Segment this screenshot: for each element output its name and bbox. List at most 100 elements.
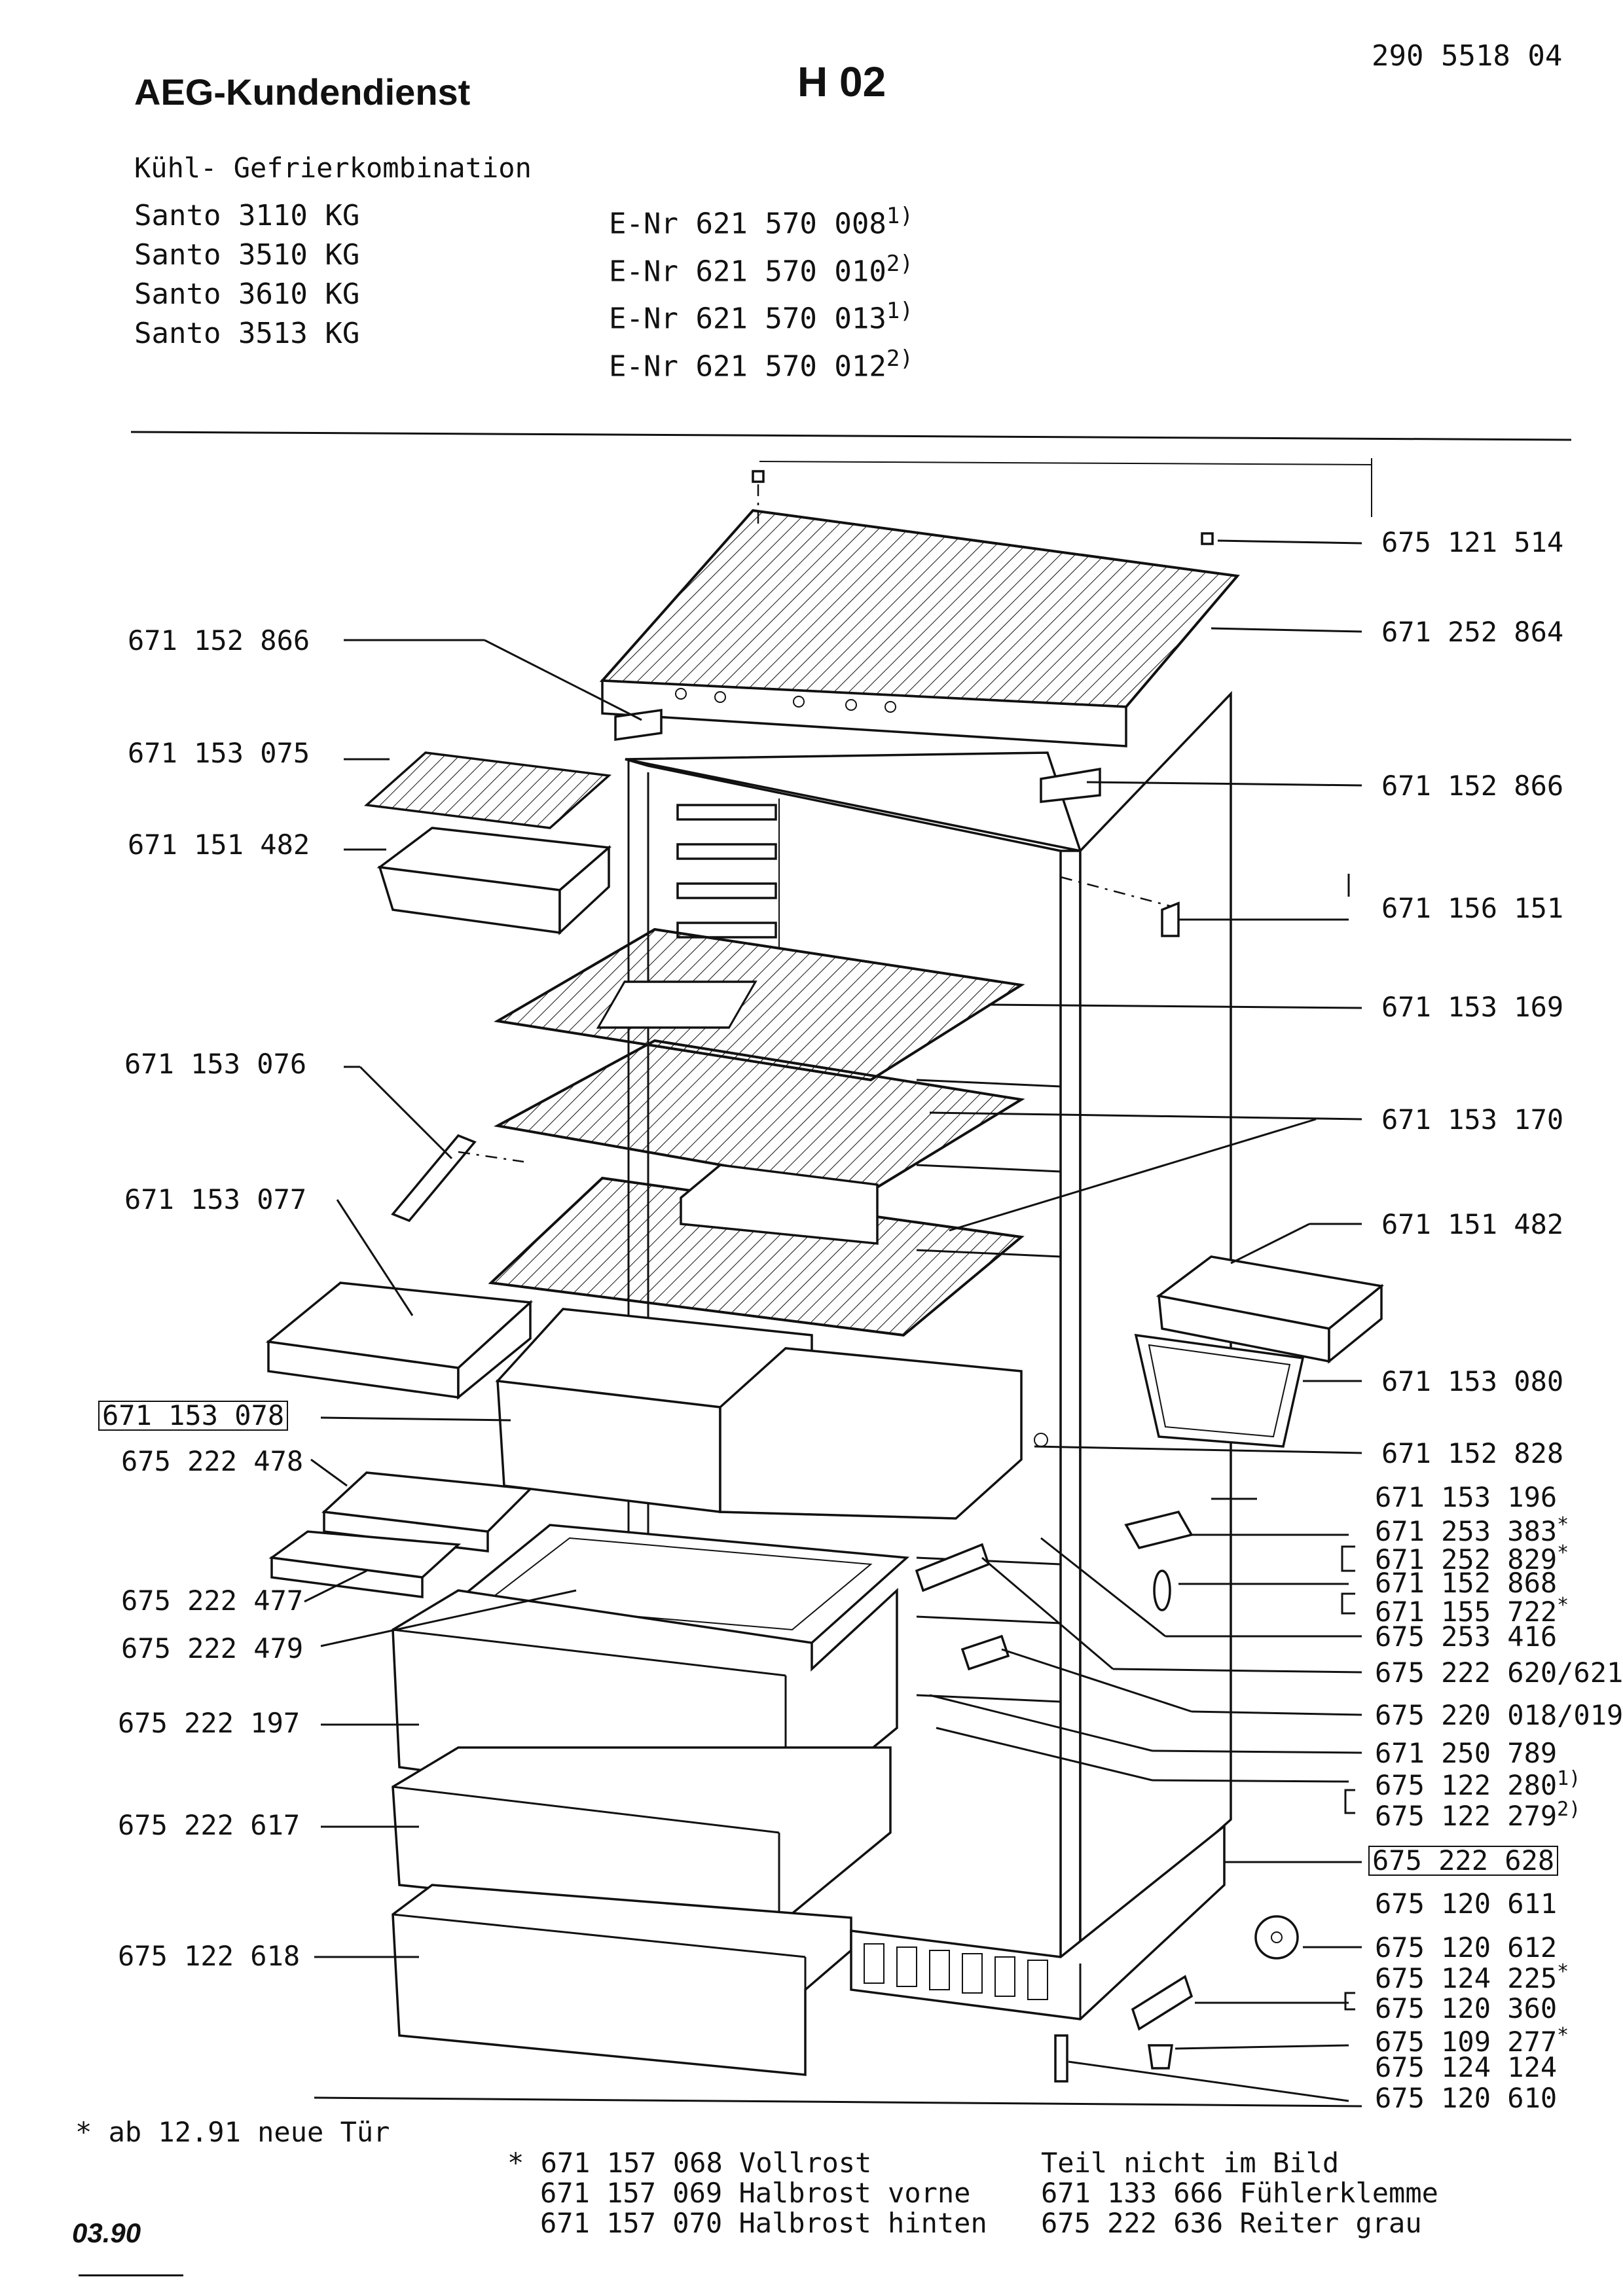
part-label: 675 120 611	[1375, 1888, 1558, 1920]
document-number: 290 5518 04	[1372, 39, 1563, 73]
enr-number: E-Nr 621 570 008	[609, 207, 886, 241]
new-door-mark: *	[1557, 2024, 1569, 2047]
shelf-cutout	[596, 980, 757, 1029]
enr-note: 1)	[886, 203, 913, 229]
hinge-pin-icon	[1153, 1570, 1171, 1611]
part-label: 675 109 277*	[1375, 2026, 1569, 2056]
part-number: 671 133 666	[1041, 2177, 1224, 2209]
grate-number: 671 157 069	[540, 2177, 723, 2209]
part-name: Fühlerklemme	[1239, 2177, 1438, 2209]
part-label: 675 124 225*	[1375, 1962, 1569, 1992]
part-label: 675 222 628	[1368, 1846, 1559, 1876]
grate-number: 671 157 068	[540, 2147, 723, 2179]
part-name: Reiter grau	[1239, 2207, 1422, 2239]
new-door-mark: *	[1557, 1513, 1569, 1536]
part-label: 671 250 789	[1375, 1737, 1558, 1769]
part-number: 671 155 722	[1375, 1596, 1558, 1628]
freezer-grid	[363, 751, 612, 829]
tray-left	[265, 1282, 534, 1400]
bottom-hinge-icon	[1131, 1975, 1194, 2031]
adjustable-foot-icon	[1054, 2034, 1068, 2083]
top-cover	[599, 509, 1240, 747]
new-door-mark: *	[1557, 1541, 1569, 1564]
model-note-mark: 2)	[1557, 1798, 1581, 1821]
part-label: 671 151 482	[128, 829, 310, 861]
part-number: 675 109 277	[1375, 2026, 1558, 2058]
part-label: 675 220 018/019	[1375, 1699, 1623, 1731]
model-list: Santo 3110 KG Santo 3510 KG Santo 3610 K…	[134, 196, 359, 353]
new-door-mark: *	[1557, 1594, 1569, 1617]
part-label: 671 252 864	[1381, 616, 1564, 648]
part-label: 675 222 617	[118, 1809, 301, 1841]
door-change-note: * ab 12.91 neue Tür	[75, 2116, 390, 2148]
enr-list: E-Nr 621 570 0081) E-Nr 621 570 0102) E-…	[609, 196, 913, 387]
new-door-mark: *	[1557, 1960, 1569, 1983]
fruit-drawers	[495, 1308, 1023, 1520]
part-label: 675 121 514	[1381, 526, 1564, 558]
part-label: 671 253 383*	[1375, 1515, 1569, 1545]
model-name: Santo 3510 KG	[134, 238, 360, 272]
part-label: 671 153 076	[124, 1048, 307, 1080]
enr-number: E-Nr 621 570 010	[609, 255, 886, 289]
part-label: 671 252 829*	[1375, 1543, 1569, 1573]
model-name: Santo 3110 KG	[134, 199, 360, 232]
lamp-holder-icon	[915, 1543, 991, 1592]
screw-icon	[1201, 532, 1214, 545]
glass-shelf-3	[488, 1176, 1025, 1337]
part-label: 675 124 124	[1375, 2051, 1558, 2083]
part-label: 675 222 620/621	[1375, 1657, 1623, 1689]
grate-mark: *	[507, 2147, 524, 2179]
part-label: 675 120 610	[1375, 2082, 1558, 2114]
part-label: 671 152 866	[128, 624, 310, 656]
part-label: 671 153 196	[1375, 1481, 1558, 1513]
part-number: 675 222 636	[1041, 2207, 1224, 2239]
part-label: 671 153 170	[1381, 1103, 1564, 1136]
part-label: 671 155 722*	[1375, 1596, 1569, 1626]
part-label: 675 222 197	[118, 1707, 301, 1739]
part-label: 671 153 080	[1381, 1365, 1564, 1397]
model-enr: E-Nr 621 570 0102)	[609, 244, 913, 292]
grate-number: 671 157 070	[540, 2207, 723, 2239]
part-label: 675 120 360	[1375, 1992, 1558, 2024]
part-label: 671 152 828	[1381, 1437, 1564, 1469]
enr-number: E-Nr 621 570 013	[609, 302, 886, 336]
switch-icon	[960, 1634, 1010, 1671]
header-rule	[130, 431, 1572, 441]
not-shown-list: Teil nicht im Bild 671 133 666 Fühlerkle…	[1041, 2148, 1438, 2238]
part-number: 671 252 829	[1375, 1543, 1558, 1575]
hinge-icon	[614, 708, 663, 742]
part-label: 675 222 477	[121, 1585, 304, 1617]
part-label: 675 122 618	[118, 1940, 301, 1972]
part-label: 675 222 479	[121, 1632, 304, 1664]
egg-tray	[321, 1471, 533, 1552]
pin-icon	[1034, 1433, 1048, 1447]
grate-label: Halbrost vorne	[739, 2177, 971, 2209]
foot-screw-icon	[1147, 2044, 1174, 2070]
not-shown-title: Teil nicht im Bild	[1041, 2147, 1340, 2179]
grate-list: * 671 157 068 Vollrost 671 157 069 Halbr…	[507, 2148, 987, 2238]
model-name: Santo 3610 KG	[134, 278, 360, 311]
model-enr: E-Nr 621 570 0131)	[609, 291, 913, 339]
hinge-icon	[1040, 767, 1101, 803]
part-number: 675 122 279	[1375, 1800, 1558, 1832]
not-shown-item: 675 222 636 Reiter grau	[1041, 2208, 1438, 2238]
model-enr: E-Nr 621 570 0081)	[609, 196, 913, 244]
door-bin-front	[1134, 1333, 1305, 1448]
part-label: 675 122 2801)	[1375, 1769, 1580, 1799]
door-bin	[1156, 1255, 1385, 1364]
lower-drawer	[392, 1746, 892, 1926]
grate-item: 671 157 069 Halbrost vorne	[507, 2178, 987, 2208]
model-note-mark: 1)	[1557, 1767, 1581, 1790]
model-enr: E-Nr 621 570 0122)	[609, 339, 913, 387]
bottom-drawer	[392, 1884, 852, 2076]
enr-note: 1)	[886, 298, 913, 325]
base-plinth	[850, 1823, 1226, 2020]
part-label: 671 153 077	[124, 1183, 307, 1215]
freezer-tray-left	[376, 827, 612, 936]
not-shown-item: 671 133 666 Fühlerklemme	[1041, 2178, 1438, 2208]
grate-item: * 671 157 068 Vollrost	[507, 2148, 987, 2178]
part-number: 671 253 383	[1375, 1515, 1558, 1547]
grate-item: 671 157 070 Halbrost hinten	[507, 2208, 987, 2238]
shelf-support-bar	[391, 1134, 477, 1223]
